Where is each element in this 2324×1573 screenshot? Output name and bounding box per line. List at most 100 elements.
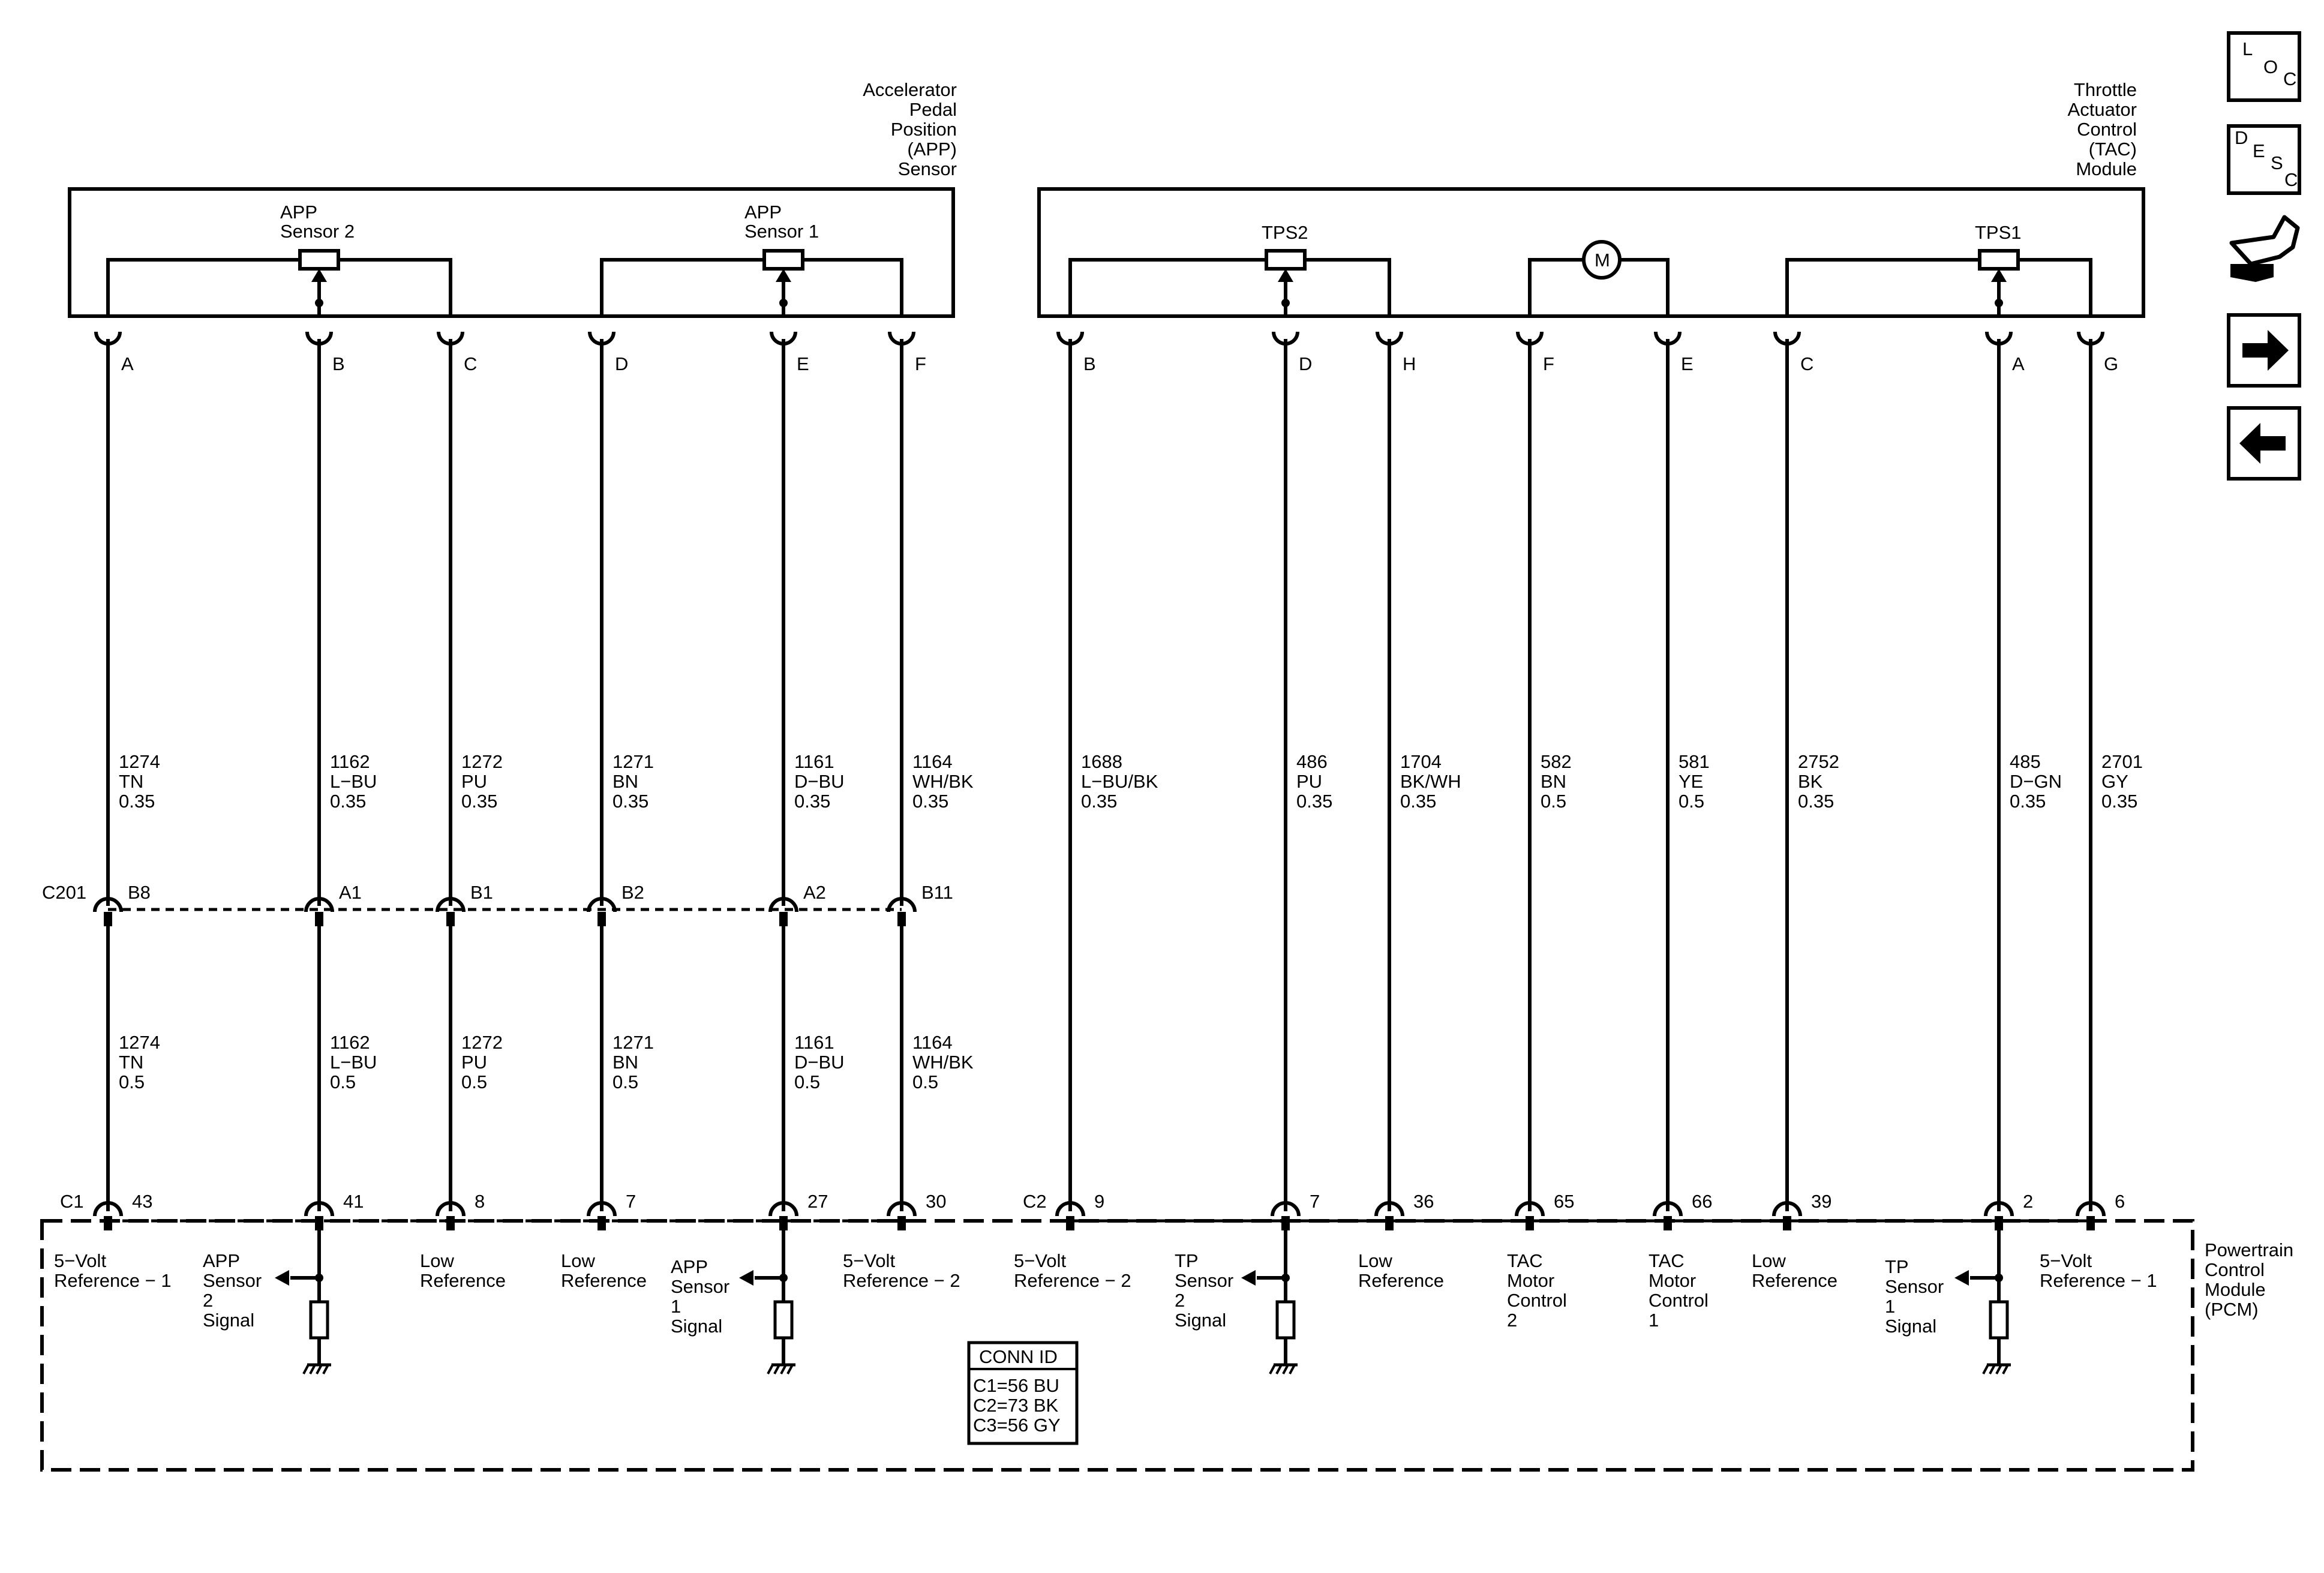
component-terminal	[1376, 331, 1403, 346]
conn-id-row: C1=56 BU	[973, 1375, 1059, 1396]
wire-label: 1162	[330, 751, 370, 772]
c201-terminal-pin	[104, 912, 112, 926]
wire-label: TN	[119, 1052, 143, 1073]
wire-label: YE	[1679, 771, 1703, 792]
component-terminal	[1516, 331, 1544, 346]
tac-module-title: Throttle	[2074, 79, 2137, 100]
wire-label: 1688	[1081, 751, 1122, 772]
pcm-function-label: Signal	[1175, 1310, 1226, 1331]
wire-label: 0.5	[612, 1071, 638, 1092]
c201-terminal	[768, 897, 798, 912]
pcm-terminal-pin	[1385, 1216, 1394, 1230]
loc-icon-letter: O	[2263, 56, 2278, 77]
app-sensor-2-wiper-arrow	[311, 269, 327, 282]
wire-label: 0.35	[1296, 791, 1332, 812]
pcm-function-label: Low	[1752, 1250, 1786, 1271]
c201-terminal-pin	[446, 912, 455, 926]
pcm-function-label: 1	[1649, 1310, 1659, 1331]
component-pin-label: A	[2012, 353, 2025, 374]
component-pin-label: D	[1299, 353, 1312, 374]
pcm-terminal	[768, 1201, 798, 1217]
component-terminal	[1654, 331, 1682, 346]
wire-label: 581	[1679, 751, 1710, 772]
wire-label: D−BU	[794, 1052, 845, 1073]
conn-id-row: C2=73 BK	[973, 1395, 1059, 1416]
ground-icon	[1995, 1364, 2002, 1374]
loc-button[interactable]: LOC	[2227, 31, 2301, 102]
c201-terminal-pin	[597, 912, 606, 926]
ground-icon	[780, 1364, 787, 1374]
pcm-terminal-pin	[446, 1216, 455, 1230]
loc-icon-letter: C	[2283, 68, 2296, 89]
pcm-pin-label: 41	[343, 1191, 364, 1212]
wire-label: 0.5	[119, 1071, 145, 1092]
connector-shape	[2230, 264, 2274, 282]
connector-hand-icon[interactable]	[2229, 215, 2300, 282]
ground-icon	[2002, 1364, 2009, 1374]
pcm-pin-label: 8	[475, 1191, 485, 1212]
component-pin-label: D	[615, 353, 628, 374]
pcm-pin-label: 6	[2115, 1191, 2125, 1212]
pcm-function-label: Sensor	[203, 1270, 262, 1291]
tac-module-title: Module	[2076, 158, 2137, 179]
wire-label: 1164	[912, 751, 953, 772]
pcm-pin-label: 2	[2023, 1191, 2033, 1212]
ground-icon	[1269, 1364, 1276, 1374]
c201-pin-label: A2	[803, 882, 826, 903]
tps1-wiring	[1785, 258, 2092, 316]
pcm-function-label: Signal	[671, 1316, 722, 1337]
wire-label: 0.35	[912, 791, 948, 812]
previous-button[interactable]	[2227, 406, 2301, 481]
desc-icon-letter: C	[2284, 169, 2298, 190]
wire-label: PU	[1296, 771, 1322, 792]
pcm-terminal-pin	[2086, 1216, 2095, 1230]
wire-label: 0.35	[2101, 791, 2137, 812]
pcm-terminal	[1374, 1201, 1404, 1217]
wire-label: 0.5	[330, 1071, 356, 1092]
c201-terminal	[887, 897, 917, 912]
pulldown-resistor	[773, 1300, 794, 1340]
tac-module-title: Control	[2077, 119, 2137, 140]
ground-icon	[316, 1364, 323, 1374]
wire-label: BK/WH	[1400, 771, 1461, 792]
ground-icon	[1289, 1364, 1296, 1374]
c201-label: C201	[42, 882, 86, 903]
wire-label: D−GN	[2010, 771, 2062, 792]
component-pin-label: C	[1800, 353, 1813, 374]
component-pin-label: E	[1681, 353, 1694, 374]
signal-arrow-icon	[275, 1270, 289, 1286]
pcm-pin-label: 7	[626, 1191, 636, 1212]
pcm-function-label: APP	[671, 1256, 708, 1277]
pcm-function-label: TAC	[1507, 1250, 1543, 1271]
pcm-function-label: Reference − 1	[2040, 1270, 2157, 1291]
wire-label: BN	[612, 1052, 638, 1073]
app-sensor-title: Pedal	[909, 99, 957, 120]
pcm-function-label: 2	[1507, 1310, 1517, 1331]
loc-button-frame	[2227, 31, 2301, 102]
wire-label: 0.35	[1081, 791, 1117, 812]
pcm-pin-label: 30	[926, 1191, 946, 1212]
pcm-terminal-pin	[1664, 1216, 1672, 1230]
c1-label: C1	[60, 1191, 84, 1212]
pcm-terminal-pin	[1783, 1216, 1791, 1230]
pcm-terminal	[887, 1201, 917, 1217]
wire-label: 0.35	[119, 791, 155, 812]
pcm-terminal-pin	[104, 1216, 112, 1230]
component-pin-label: F	[1543, 353, 1554, 374]
pcm-function-label: Reference	[1752, 1270, 1837, 1291]
pcm-function-label: Control	[1649, 1290, 1709, 1311]
component-pin-label: E	[797, 353, 809, 374]
ground-icon	[1282, 1364, 1289, 1374]
c201-pin-label: B1	[470, 882, 493, 903]
pcm-terminal-pin	[1526, 1216, 1534, 1230]
wire-label: 1164	[912, 1032, 953, 1053]
wire-label: WH/BK	[912, 771, 974, 792]
app-sensor-2-label: APP	[280, 202, 317, 223]
conn-id-row: C3=56 GY	[973, 1415, 1061, 1436]
wire-label: 1272	[461, 751, 503, 772]
c201-terminal	[436, 897, 466, 912]
component-terminal	[770, 331, 797, 346]
next-button[interactable]	[2227, 313, 2301, 388]
